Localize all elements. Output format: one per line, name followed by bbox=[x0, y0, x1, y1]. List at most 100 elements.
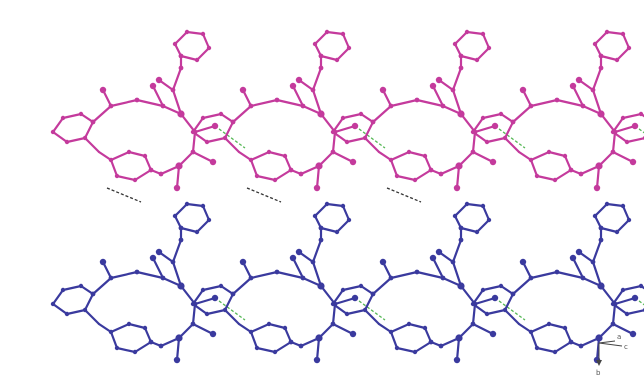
ring-bond bbox=[503, 292, 515, 312]
ring-bond bbox=[395, 346, 417, 354]
hetero-atom bbox=[491, 122, 499, 130]
backbone-atom bbox=[458, 65, 464, 71]
backbone-atom bbox=[598, 53, 604, 59]
ring-bond bbox=[143, 326, 153, 344]
hetero-atom bbox=[569, 82, 577, 90]
ring-bond bbox=[639, 112, 644, 118]
backbone-atom bbox=[90, 291, 96, 297]
ring-bond bbox=[611, 116, 625, 134]
hetero-atom bbox=[519, 86, 527, 94]
backbone-atom bbox=[148, 339, 154, 345]
heavy-atom bbox=[177, 110, 185, 118]
backbone-bond bbox=[91, 104, 113, 124]
backbone-atom bbox=[108, 103, 114, 109]
hetero-atom bbox=[429, 82, 437, 90]
carbon-atom bbox=[254, 173, 260, 179]
substituent-bond bbox=[471, 150, 495, 164]
backbone-bond bbox=[471, 302, 477, 326]
backbone-bond bbox=[179, 284, 197, 306]
backbone-atom bbox=[470, 321, 476, 327]
upper-molecule-3 bbox=[470, 29, 639, 192]
hbond-intra bbox=[354, 125, 386, 149]
ring-bond bbox=[345, 136, 367, 144]
hetero-atom bbox=[209, 330, 217, 338]
ring-bond bbox=[471, 302, 489, 316]
carbon-atom bbox=[406, 321, 412, 327]
substituent-bond bbox=[613, 296, 637, 306]
substituent-bond bbox=[191, 150, 215, 164]
ring-bond bbox=[529, 158, 539, 178]
substituent-bond bbox=[473, 296, 497, 306]
backbone-atom bbox=[170, 87, 176, 93]
hetero-atom bbox=[149, 82, 157, 90]
ring-bond bbox=[195, 218, 211, 234]
carbon-atom bbox=[358, 111, 364, 117]
backbone-atom bbox=[274, 269, 280, 275]
ring-bond bbox=[529, 322, 551, 334]
carbon-atom bbox=[528, 157, 534, 163]
lower-molecule-1 bbox=[190, 201, 359, 364]
carbon-atom bbox=[330, 301, 336, 307]
backbone-bond bbox=[555, 98, 585, 108]
carbon-atom bbox=[114, 173, 120, 179]
ring-bond bbox=[599, 226, 619, 234]
backbone-atom bbox=[458, 53, 464, 59]
backbone-atom bbox=[160, 103, 166, 109]
carbon-atom bbox=[200, 203, 206, 209]
carbon-atom bbox=[394, 345, 400, 351]
hetero-atom bbox=[155, 76, 163, 84]
ring-bond bbox=[535, 346, 557, 354]
backbone-atom bbox=[568, 339, 574, 345]
backbone-atom bbox=[190, 321, 196, 327]
ring-bond bbox=[341, 204, 351, 222]
substituent-bond bbox=[611, 322, 635, 336]
carbon-atom bbox=[620, 287, 626, 293]
substituent-bond bbox=[595, 336, 601, 362]
ring-bond bbox=[191, 288, 205, 306]
substituent-bond bbox=[175, 164, 181, 190]
carbon-atom bbox=[638, 111, 644, 117]
ring-bond bbox=[173, 30, 189, 46]
backbone-bond bbox=[319, 112, 337, 134]
carbon-atom bbox=[126, 321, 132, 327]
backbone-bond bbox=[611, 130, 617, 154]
stem-bond bbox=[311, 260, 323, 288]
backbone-atom bbox=[178, 65, 184, 71]
hetero-atom bbox=[435, 76, 443, 84]
backbone-atom bbox=[330, 149, 336, 155]
stem-bond bbox=[591, 88, 603, 116]
backbone-bond bbox=[249, 270, 279, 280]
ring-bond bbox=[563, 326, 573, 344]
carbon-atom bbox=[624, 311, 630, 317]
carbon-atom bbox=[346, 217, 352, 223]
hetero-atom bbox=[313, 184, 321, 192]
backbone-atom bbox=[248, 275, 254, 281]
substituent-bond bbox=[333, 124, 357, 134]
backbone-atom bbox=[310, 87, 316, 93]
ring-bond bbox=[273, 168, 293, 182]
ring-bond bbox=[331, 116, 345, 134]
ring-bond bbox=[485, 136, 507, 144]
ring-bond bbox=[191, 130, 209, 144]
backbone-bond bbox=[331, 302, 337, 326]
ring-bond bbox=[475, 218, 491, 234]
carbon-atom bbox=[484, 311, 490, 317]
ring-bond bbox=[499, 284, 515, 296]
carbon-atom bbox=[184, 201, 190, 207]
carbon-atom bbox=[190, 129, 196, 135]
backbone-atom bbox=[590, 87, 596, 93]
carbon-atom bbox=[272, 349, 278, 355]
carbon-atom bbox=[282, 153, 288, 159]
backbone-bond bbox=[179, 112, 197, 134]
ring-bond bbox=[65, 308, 87, 316]
heavy-atom bbox=[175, 162, 183, 170]
substituent-bond bbox=[473, 124, 497, 134]
carbon-atom bbox=[344, 139, 350, 145]
ring-bond bbox=[219, 284, 235, 296]
backbone-atom bbox=[158, 171, 164, 177]
carbon-atom bbox=[340, 203, 346, 209]
carbon-atom bbox=[200, 115, 206, 121]
ring-bond bbox=[611, 130, 629, 144]
backbone-atom bbox=[190, 149, 196, 155]
ring-bond bbox=[51, 130, 69, 144]
